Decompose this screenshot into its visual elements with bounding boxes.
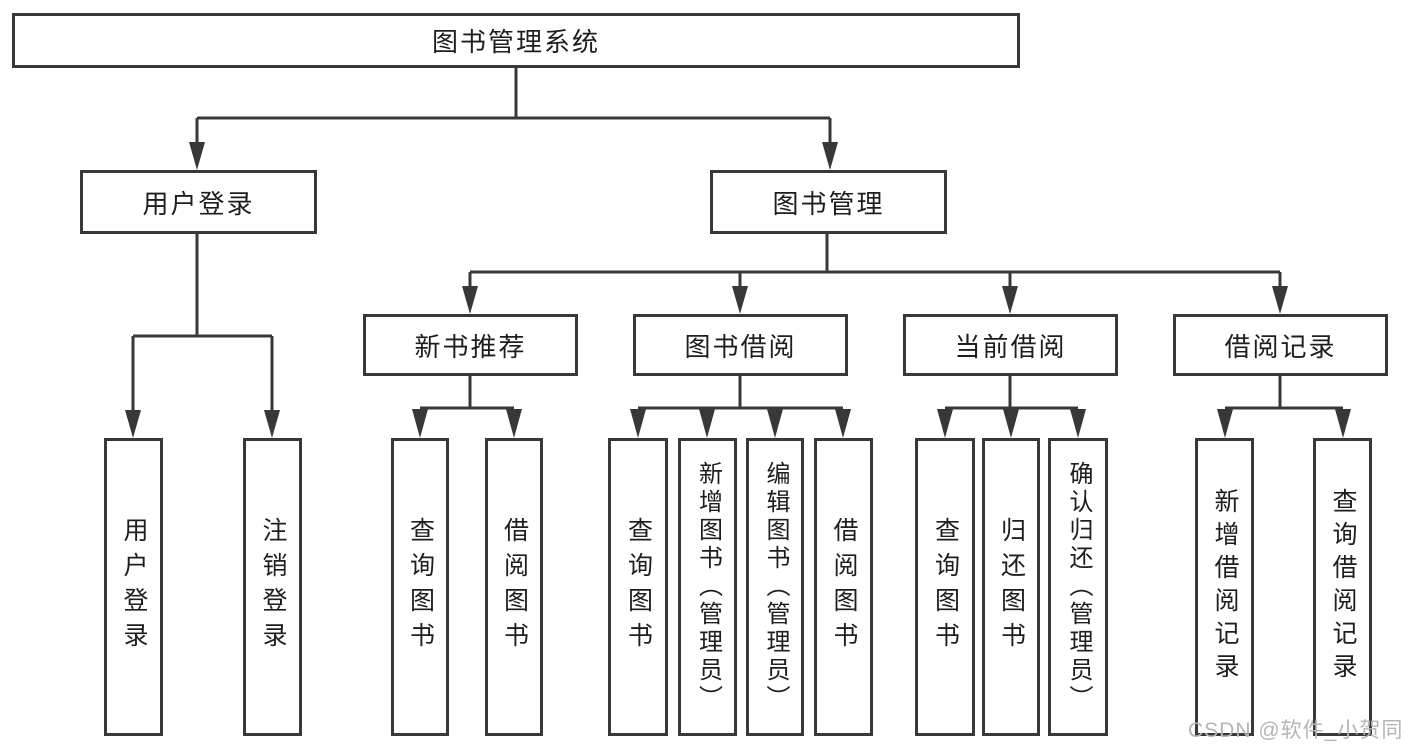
arrowhead [1335, 409, 1351, 438]
leaf-label: 查询借阅记录 [1329, 488, 1357, 686]
node-new-book: 新书推荐 [363, 314, 578, 376]
csdn-watermark: CSDN @软件_小贺同学 [1188, 719, 1405, 742]
arrowhead [732, 286, 748, 314]
arrowhead [506, 409, 522, 438]
node-borrow-record: 借阅记录 [1173, 314, 1388, 376]
connector-current-leaves [945, 376, 1078, 410]
leaf-label: 查询图书 [931, 517, 960, 657]
leaf-borrow-add: 新增图书（管理员） [678, 438, 737, 736]
arrowhead [835, 409, 851, 438]
arrowhead [1002, 286, 1018, 314]
node-borrow-record-label: 借阅记录 [1224, 331, 1337, 362]
leaf-borrow-query: 查询图书 [608, 438, 668, 736]
leaf-current-query: 查询图书 [915, 438, 975, 736]
node-current-borrow-label: 当前借阅 [954, 331, 1067, 362]
leaf-user-login: 用户登录 [104, 438, 163, 736]
arrowhead [412, 409, 428, 438]
arrowhead [1217, 409, 1233, 438]
node-new-book-label: 新书推荐 [414, 331, 527, 362]
leaf-borrow-borrow: 借阅图书 [814, 438, 873, 736]
leaf-label: 借阅图书 [500, 517, 529, 657]
arrowhead [1272, 286, 1288, 314]
node-root: 图书管理系统 [12, 13, 1020, 68]
connector-recommend-leaves [420, 376, 514, 410]
node-current-borrow: 当前借阅 [903, 314, 1118, 376]
leaf-borrow-edit: 编辑图书（管理员） [746, 438, 804, 736]
arrowhead [1003, 409, 1019, 438]
node-book-borrow-label: 图书借阅 [684, 331, 797, 362]
connector-records-leaves [1225, 376, 1343, 410]
leaf-logout: 注销登录 [243, 438, 302, 736]
leaf-label: 编辑图书（管理员） [762, 461, 789, 713]
leaf-recommend-query: 查询图书 [391, 438, 449, 736]
arrowhead [189, 142, 205, 170]
connector-mgmt-level3 [468, 234, 1282, 288]
leaf-label: 借阅图书 [830, 517, 858, 657]
arrowhead [462, 286, 478, 314]
leaf-recommend-borrow: 借阅图书 [485, 438, 543, 736]
arrowhead [822, 142, 838, 170]
leaf-label: 注销登录 [259, 517, 287, 657]
connector-login-leaves [131, 234, 274, 412]
node-user-login: 用户登录 [80, 170, 317, 234]
arrowhead [937, 409, 953, 438]
arrowhead [630, 409, 646, 438]
node-user-login-label: 用户登录 [142, 188, 255, 219]
leaf-label: 归还图书 [997, 517, 1026, 657]
arrowhead [767, 409, 783, 438]
connector-borrow-leaves [638, 376, 843, 410]
leaf-label: 用户登录 [120, 517, 148, 657]
leaf-label: 查询图书 [624, 517, 653, 657]
node-root-label: 图书管理系统 [431, 27, 600, 57]
leaf-label: 确认归还（管理员） [1065, 461, 1092, 713]
leaf-record-query: 查询借阅记录 [1313, 438, 1372, 736]
node-book-mgmt-label: 图书管理 [772, 188, 885, 219]
arrowhead [125, 410, 141, 438]
arrowhead [699, 409, 715, 438]
leaf-record-add: 新增借阅记录 [1195, 438, 1254, 736]
connector-root-level2 [195, 68, 832, 144]
leaf-current-return: 归还图书 [982, 438, 1040, 736]
arrowhead [1070, 409, 1086, 438]
leaf-label: 查询图书 [406, 517, 435, 657]
leaf-current-confirm: 确认归还（管理员） [1048, 438, 1108, 736]
leaf-label: 新增借阅记录 [1211, 488, 1239, 686]
leaf-label: 新增图书（管理员） [694, 461, 722, 713]
node-book-borrow: 图书借阅 [633, 314, 848, 376]
node-book-mgmt: 图书管理 [710, 170, 947, 234]
arrowhead [264, 410, 280, 438]
